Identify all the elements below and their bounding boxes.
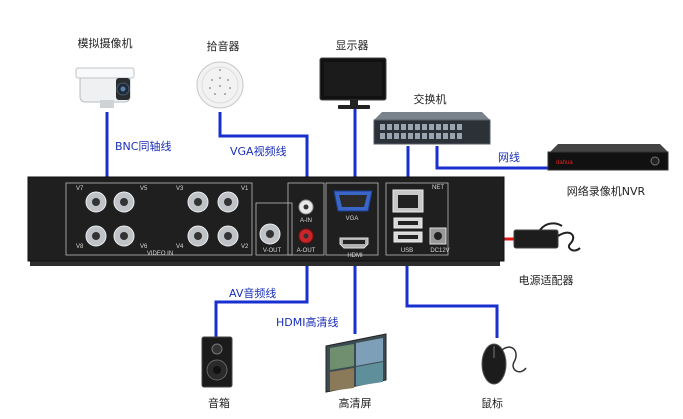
hdmi-label: HDMI [347, 253, 363, 259]
ethernet-port [392, 189, 424, 213]
switch-port [380, 124, 385, 130]
switch-port [436, 124, 441, 130]
aout-label: A-OUT [297, 248, 316, 254]
screen-label: 高清屏 [339, 396, 372, 410]
switch-port [450, 133, 455, 139]
vga-label: VGA [346, 216, 359, 222]
av-cable [214, 262, 309, 338]
nvr-brand-logo: dahua [556, 160, 573, 166]
net-label: NET [432, 185, 444, 191]
nvr-label: 网络录像机NVR [567, 184, 646, 198]
switch-label: 交换机 [414, 92, 447, 106]
bnc-connectors [85, 191, 239, 247]
usb-port [393, 217, 423, 243]
bnc-port [217, 225, 239, 247]
channel-label: V7 [76, 186, 84, 192]
switch-port [443, 133, 448, 139]
dc-label: DC12V [430, 248, 449, 254]
bnc-port [187, 191, 209, 213]
network-switch-icon [373, 112, 491, 145]
switch-port [415, 133, 420, 139]
camera-label: 模拟摄像机 [78, 36, 133, 50]
switch-port [415, 124, 420, 130]
switch-port [450, 124, 455, 130]
speaker-icon [201, 336, 233, 388]
bnc-port [85, 225, 107, 247]
hdmi-wire-label: HDMI高清线 [276, 315, 338, 329]
switch-port [401, 133, 406, 139]
ain-label: A-IN [300, 218, 312, 224]
switch-port [394, 124, 399, 130]
vga-port [333, 190, 373, 212]
switch-port [380, 133, 385, 139]
bnc-port [187, 225, 209, 247]
monitor-icon [319, 57, 387, 109]
switch-port [457, 124, 462, 130]
monitor-label: 显示器 [336, 39, 369, 52]
vout-label: V-OUT [263, 248, 282, 254]
channel-label: V3 [176, 186, 184, 192]
mouse-icon [481, 343, 527, 385]
vout-port [259, 223, 281, 245]
switch-port [422, 133, 427, 139]
channel-label: V1 [241, 186, 249, 192]
channel-label: V2 [241, 244, 249, 250]
bnc-wire-label: BNC同轴线 [115, 139, 171, 153]
audio-in-cable [218, 112, 309, 186]
bnc-port [113, 191, 135, 213]
power-adapter-label: 电源适配器 [519, 273, 574, 287]
bnc-port [113, 225, 135, 247]
nvr-icon: dahua [547, 144, 669, 171]
speaker-label: 音箱 [208, 396, 230, 410]
av-wire-label: AV音频线 [229, 286, 276, 300]
bnc-port [85, 191, 107, 213]
switch-port [436, 133, 441, 139]
usb-cable [405, 262, 499, 338]
channel-label: V8 [76, 244, 84, 250]
dc-power-jack [429, 227, 447, 245]
channel-label: V5 [140, 186, 148, 192]
switch-port [457, 133, 462, 139]
bnc-port [217, 191, 239, 213]
switch-port [401, 124, 406, 130]
microphone-icon [196, 61, 244, 109]
pickup-label: 拾音器 [207, 39, 240, 53]
power-adapter-icon [513, 222, 581, 252]
video-wall-icon [325, 333, 387, 393]
vga-wire-label: VGA视频线 [230, 144, 287, 158]
hdmi-port [339, 237, 369, 249]
switch-port [443, 124, 448, 130]
audio-out-port [298, 228, 314, 244]
switch-port [394, 133, 399, 139]
dvr-rear-panel [27, 176, 505, 266]
audio-in-port [298, 199, 314, 215]
channel-label: V4 [176, 244, 184, 250]
switch-port [387, 133, 392, 139]
video-in-label: VIDEO IN [147, 251, 173, 257]
mouse-label: 鼠标 [481, 396, 503, 410]
net-cable-switch-nvr [435, 146, 548, 170]
switch-port [429, 124, 434, 130]
usb-label: USB [401, 248, 413, 254]
switch-port [408, 133, 413, 139]
channel-label: V6 [140, 244, 148, 250]
camera-icon [75, 67, 135, 108]
switch-port [408, 124, 413, 130]
switch-port [422, 124, 427, 130]
net-wire-label: 网线 [498, 150, 520, 164]
switch-port [429, 133, 434, 139]
switch-port [387, 124, 392, 130]
